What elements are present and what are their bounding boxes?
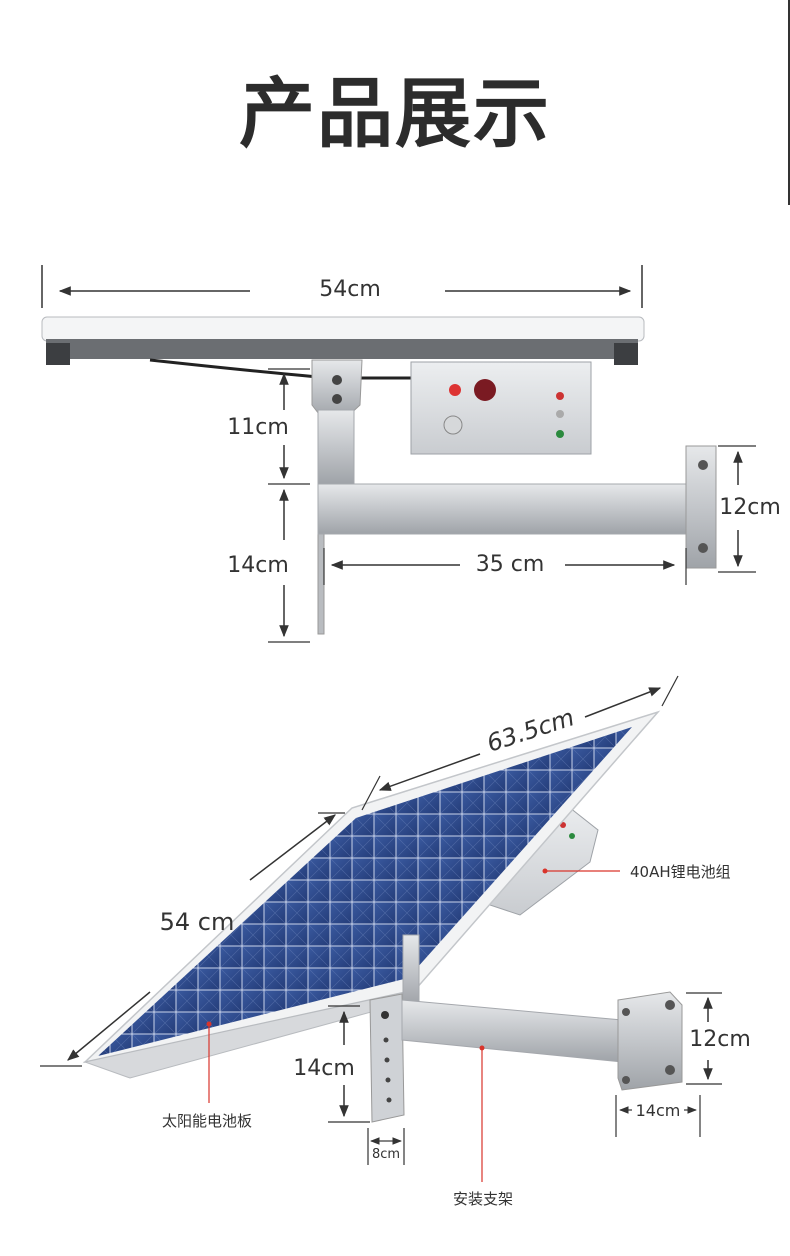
- button-red: [474, 379, 496, 401]
- callout-dot-panel: [206, 1021, 212, 1027]
- connector: [443, 415, 463, 435]
- bracket-hole-3: [384, 1057, 390, 1063]
- dim-635-right: [584, 687, 662, 718]
- callout-solar-panel: 太阳能电池板: [162, 1112, 252, 1130]
- led-3d-green: [569, 833, 575, 839]
- battery-box: [410, 361, 592, 455]
- callout-battery: 40AH锂电池组: [630, 863, 731, 881]
- clamp-3d-height-label: 12cm: [689, 1027, 751, 1052]
- panel-foot-right: [614, 343, 638, 365]
- clamp-3d-bolt-4: [622, 1076, 630, 1084]
- dim-54-down: [67, 991, 151, 1061]
- clamp-3d: [617, 991, 683, 1091]
- callout-dot-mount: [479, 1045, 485, 1051]
- arm-3d: [401, 999, 623, 1063]
- clamp-3d-bolt-3: [622, 1008, 630, 1016]
- arm-height-label: 14cm: [293, 1056, 355, 1081]
- bracket-hole-2: [383, 1037, 389, 1043]
- clamp-3d-bolt-1: [665, 1000, 675, 1010]
- solar-panel-cells: [98, 727, 632, 1056]
- vertical-post: [317, 409, 355, 485]
- callout-mount: 安装支架: [453, 1190, 513, 1208]
- bracket-width-label: 8cm: [372, 1147, 400, 1162]
- page-title: 产品展示: [239, 69, 551, 158]
- dim-635-left: [378, 753, 481, 791]
- led-grey: [556, 410, 564, 418]
- bracket-hole-1: [381, 1011, 389, 1019]
- post-3d: [402, 934, 420, 1006]
- dim-54-up: [249, 814, 336, 881]
- upper-height-label: 11cm: [227, 415, 289, 440]
- led-red: [556, 392, 564, 400]
- bolt-top: [332, 375, 342, 385]
- panel-edge: [41, 316, 645, 342]
- clamp-height-label: 12cm: [719, 495, 781, 520]
- panel-foot-left: [46, 343, 70, 365]
- bracket-hole-5: [386, 1097, 392, 1103]
- perspective-view: 63.5cm 54 cm 14cm 8cm 12cm 14cm: [40, 675, 751, 1208]
- dim-tick-635-left: [361, 775, 381, 811]
- clamp-bolt-2: [698, 543, 708, 553]
- width-label: 54cm: [319, 277, 381, 302]
- clamp-bolt-1: [698, 460, 708, 470]
- bolt-bottom: [332, 394, 342, 404]
- clamp-width-label: 14cm: [636, 1101, 681, 1120]
- callout-dot-battery: [542, 868, 548, 874]
- lower-height-label: 14cm: [227, 553, 289, 578]
- dim-tick-635-right: [661, 675, 679, 707]
- horizontal-arm: [317, 483, 689, 535]
- edge-divider: [788, 0, 790, 205]
- cable-gland: [449, 384, 461, 396]
- clamp-3d-bolt-2: [665, 1065, 675, 1075]
- arm-length-label: 35 cm: [476, 552, 545, 577]
- led-green: [556, 430, 564, 438]
- mount-plate: [311, 359, 363, 419]
- panel-frame: [46, 339, 638, 359]
- bracket-hole-4: [385, 1077, 391, 1083]
- front-view: 54cm 11cm: [41, 265, 781, 643]
- panel-short-label: 54 cm: [160, 908, 235, 936]
